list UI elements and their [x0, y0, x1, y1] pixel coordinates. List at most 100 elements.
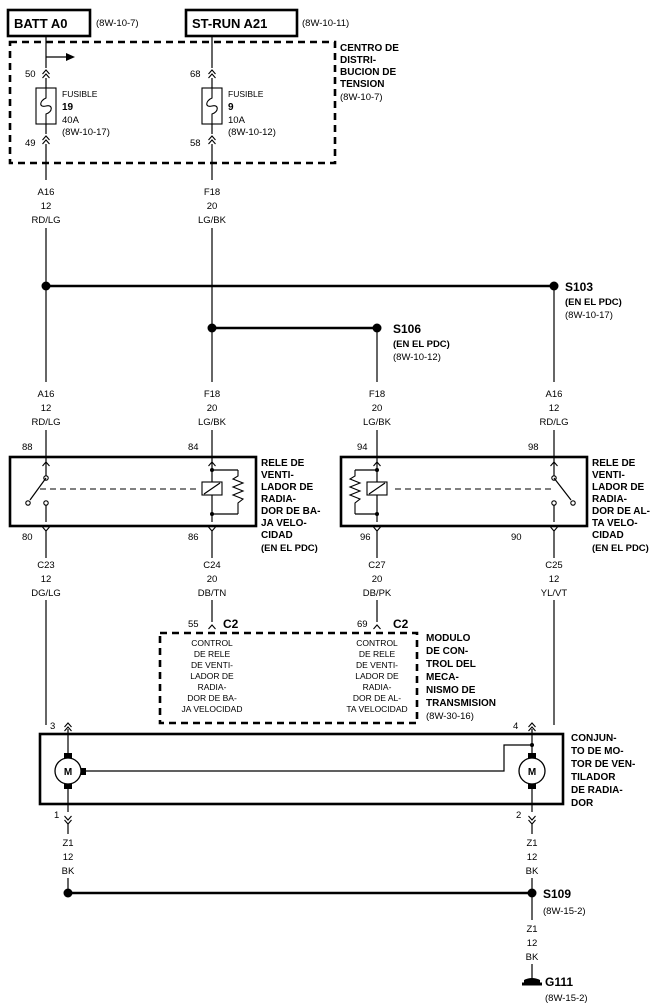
connector-chevron-icon [207, 526, 217, 532]
svg-text:C24: C24 [203, 560, 220, 571]
svg-text:LADOR DE: LADOR DE [592, 482, 645, 493]
svg-text:MODULO: MODULO [426, 633, 471, 644]
pin-50: 50 [25, 69, 36, 80]
pin-98: 98 [528, 442, 539, 453]
g111-label: G111 (8W-15-2) [545, 975, 588, 1004]
strun-source-box [184, 8, 299, 38]
svg-text:20: 20 [207, 403, 218, 414]
svg-text:LG/BK: LG/BK [198, 417, 227, 428]
pin-80: 80 [22, 532, 33, 543]
connector-chevron-icon [527, 815, 537, 821]
pin-3: 3 [50, 721, 55, 732]
connector-chevron-icon [549, 526, 559, 532]
fuse-element-icon [206, 88, 218, 124]
svg-text:9: 9 [228, 102, 234, 113]
svg-text:20: 20 [207, 201, 218, 212]
svg-text:CONTROL: CONTROL [191, 638, 233, 648]
svg-text:DE CON-: DE CON- [426, 646, 468, 657]
motor-symbol: M [64, 767, 72, 778]
svg-text:DISTRI-: DISTRI- [340, 55, 376, 66]
relay-switch-icon [551, 464, 576, 514]
batt-source-label: BATT A0 [14, 16, 67, 31]
svg-text:RADIA-: RADIA- [592, 494, 627, 505]
svg-text:20: 20 [372, 574, 383, 585]
svg-text:TA VELO-: TA VELO- [592, 518, 638, 529]
splice-dot [63, 888, 73, 898]
tcm-box [158, 631, 419, 725]
svg-text:RADIA-: RADIA- [198, 682, 227, 692]
svg-text:DOR DE BA-: DOR DE BA- [187, 693, 237, 703]
svg-text:LADOR DE: LADOR DE [355, 671, 399, 681]
ground-icon [522, 978, 542, 986]
pin-68: 68 [190, 69, 201, 80]
motor-brush-icon [64, 753, 72, 758]
svg-text:LG/BK: LG/BK [363, 417, 392, 428]
svg-text:S106: S106 [393, 322, 421, 336]
pin-84: 84 [188, 442, 199, 453]
splice-dot [527, 888, 537, 898]
svg-text:RADIA-: RADIA- [261, 494, 296, 505]
svg-text:CENTRO DE: CENTRO DE [340, 43, 399, 54]
svg-text:Z1: Z1 [526, 838, 537, 849]
wire-label-f18-top: F18 20 LG/BK [198, 187, 227, 226]
connector-chevron-icon [41, 73, 51, 79]
pin-86: 86 [188, 532, 199, 543]
splice-dot [372, 323, 382, 333]
splice-dot [549, 281, 559, 291]
svg-text:DG/LG: DG/LG [31, 588, 61, 599]
pin-90: 90 [511, 532, 522, 543]
pin-88: 88 [22, 442, 33, 453]
svg-text:S109: S109 [543, 887, 571, 901]
svg-text:12: 12 [41, 574, 52, 585]
svg-text:(8W-10-17): (8W-10-17) [565, 310, 613, 321]
pdc-box [8, 40, 337, 165]
svg-text:12: 12 [549, 574, 560, 585]
svg-text:RD/LG: RD/LG [539, 417, 568, 428]
wire-label-f18-left: F18 20 LG/BK [196, 385, 228, 429]
strun-ref: (8W-10-11) [302, 18, 349, 29]
svg-text:F18: F18 [204, 187, 220, 198]
connector-c2-label: C2 [223, 617, 239, 631]
svg-text:12: 12 [527, 852, 538, 863]
pin-55: 55 [188, 619, 199, 630]
low-speed-relay-box [8, 455, 258, 528]
svg-text:C25: C25 [545, 560, 562, 571]
low-speed-control-label: CONTROL DE RELE DE VENTI- LADOR DE RADIA… [182, 638, 243, 714]
svg-text:C23: C23 [37, 560, 54, 571]
batt-source-box [6, 8, 92, 38]
svg-text:12: 12 [527, 938, 538, 949]
svg-text:DE RADIA-: DE RADIA- [571, 785, 623, 796]
svg-text:LADOR DE: LADOR DE [190, 671, 234, 681]
relay-coil-icon [348, 464, 388, 516]
svg-text:DE VENTI-: DE VENTI- [191, 660, 233, 670]
motor-symbol: M [528, 767, 536, 778]
wire-label-c25: C25 12 YL/VT [541, 560, 568, 599]
svg-text:Z1: Z1 [62, 838, 73, 849]
svg-text:VENTI-: VENTI- [261, 470, 294, 481]
svg-text:F18: F18 [204, 389, 220, 400]
svg-text:TO DE MO-: TO DE MO- [571, 746, 624, 757]
pin-58: 58 [190, 138, 201, 149]
svg-text:(EN EL PDC): (EN EL PDC) [261, 543, 318, 554]
pin-69: 69 [357, 619, 368, 630]
svg-text:LADOR DE: LADOR DE [261, 482, 314, 493]
connector-chevron-icon [41, 139, 51, 145]
svg-text:RD/LG: RD/LG [31, 215, 60, 226]
svg-text:DB/TN: DB/TN [198, 588, 227, 599]
svg-text:JA VELO-: JA VELO- [261, 518, 307, 529]
svg-text:(EN EL PDC): (EN EL PDC) [393, 339, 450, 350]
svg-text:Z1: Z1 [526, 924, 537, 935]
svg-text:20: 20 [372, 403, 383, 414]
svg-text:JA VELOCIDAD: JA VELOCIDAD [182, 704, 243, 714]
connector-chevron-icon [207, 139, 217, 145]
junction-dot [530, 743, 534, 747]
svg-text:(8W-30-16): (8W-30-16) [426, 711, 474, 722]
strun-source-label: ST-RUN A21 [192, 16, 267, 31]
motor-brush-icon [64, 784, 72, 789]
svg-text:DE RELE: DE RELE [194, 649, 231, 659]
svg-text:CONJUN-: CONJUN- [571, 733, 617, 744]
svg-text:19: 19 [62, 102, 74, 113]
svg-text:(8W-15-2): (8W-15-2) [545, 993, 588, 1004]
wire-label-a16-top: A16 12 RD/LG [31, 187, 60, 226]
svg-text:S103: S103 [565, 280, 593, 294]
